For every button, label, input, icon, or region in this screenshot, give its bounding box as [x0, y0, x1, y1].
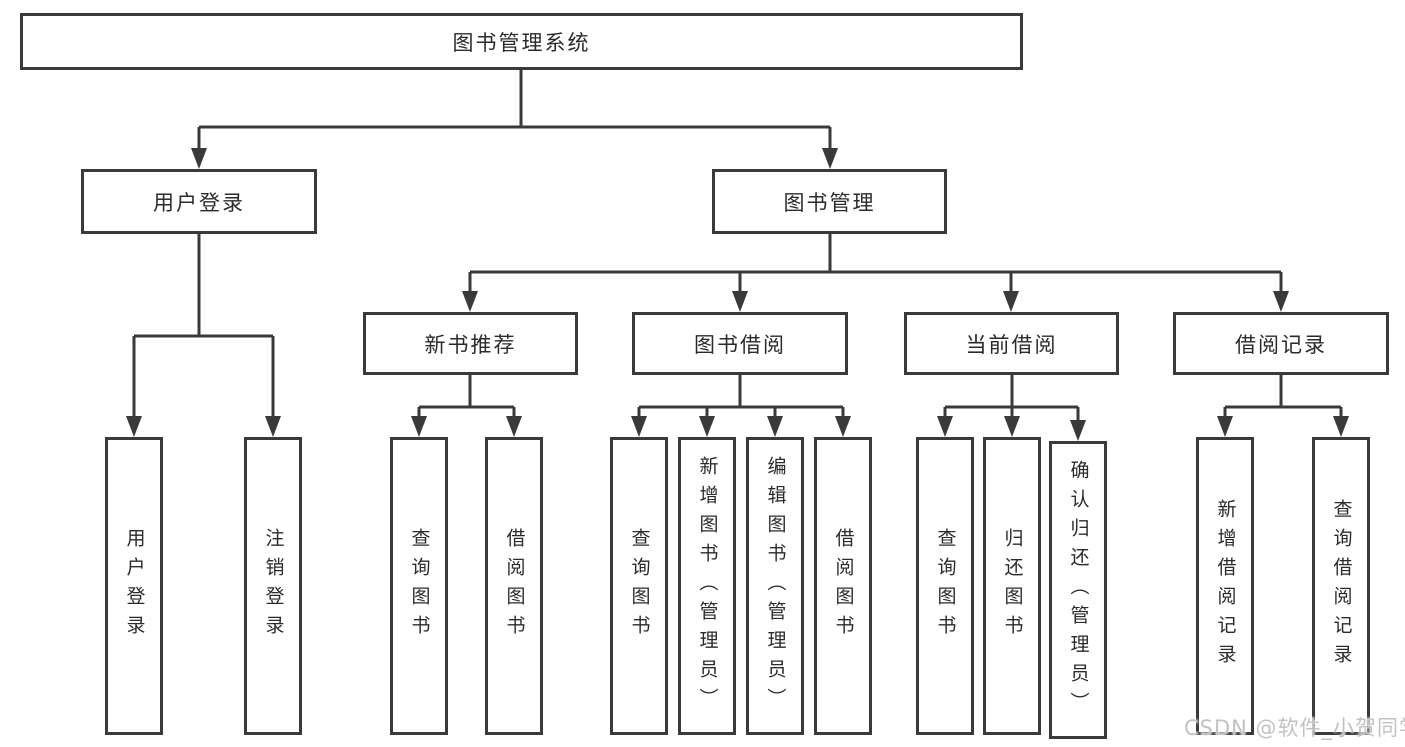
- leaf-label: 确认归还（管理员）: [1067, 459, 1090, 721]
- node-current-borrowing: 当前借阅: [904, 312, 1119, 375]
- leaf-borrow-books-recommend: 借阅图书: [485, 437, 543, 735]
- leaf-query-books-current: 查询图书: [916, 437, 974, 735]
- leaf-label: 查询图书: [934, 528, 957, 644]
- node-borrowing-records: 借阅记录: [1173, 312, 1389, 375]
- node-user-login: 用户登录: [81, 169, 317, 234]
- leaf-label: 用户登录: [123, 528, 146, 644]
- node-label: 新书推荐: [424, 332, 517, 357]
- node-book-borrowing: 图书借阅: [632, 312, 848, 375]
- leaf-label: 查询图书: [408, 528, 431, 644]
- leaf-edit-book-admin: 编辑图书（管理员）: [746, 437, 804, 735]
- connector-paths: [132, 70, 1343, 422]
- node-label: 图书管理系统: [452, 30, 591, 55]
- leaf-query-borrow-record: 查询借阅记录: [1312, 437, 1370, 735]
- node-label: 图书借阅: [694, 332, 786, 357]
- node-library-management-system: 图书管理系统: [20, 13, 1023, 70]
- node-label: 用户登录: [153, 190, 245, 215]
- leaf-label: 新增借阅记录: [1214, 499, 1237, 673]
- leaf-query-books-borrowing: 查询图书: [610, 437, 668, 735]
- leaf-add-borrow-record: 新增借阅记录: [1196, 437, 1254, 735]
- leaf-add-book-admin: 新增图书（管理员）: [678, 437, 736, 735]
- leaf-borrow-books-borrowing: 借阅图书: [814, 437, 872, 735]
- leaf-label: 借阅图书: [503, 528, 526, 644]
- leaf-user-login: 用户登录: [105, 437, 163, 735]
- node-new-book-recommendation: 新书推荐: [363, 312, 578, 375]
- arrowheads: [126, 148, 1349, 441]
- leaf-label: 借阅图书: [832, 528, 855, 644]
- leaf-label: 注销登录: [262, 528, 285, 644]
- node-book-management: 图书管理: [712, 169, 947, 234]
- leaf-return-books: 归还图书: [983, 437, 1041, 735]
- csdn-watermark: CSDN @软件_小贺同学: [1184, 716, 1405, 740]
- leaf-label: 查询借阅记录: [1330, 499, 1353, 673]
- node-label: 图书管理: [783, 190, 876, 215]
- leaf-label: 查询图书: [628, 528, 651, 644]
- leaf-label: 归还图书: [1001, 528, 1024, 644]
- leaf-confirm-return-admin: 确认归还（管理员）: [1049, 441, 1107, 739]
- node-label: 当前借阅: [965, 332, 1058, 357]
- leaf-label: 新增图书（管理员）: [696, 455, 719, 717]
- leaf-logout: 注销登录: [244, 437, 302, 735]
- node-label: 借阅记录: [1235, 332, 1327, 357]
- leaf-query-books-recommend: 查询图书: [390, 437, 448, 735]
- leaf-label: 编辑图书（管理员）: [764, 455, 787, 717]
